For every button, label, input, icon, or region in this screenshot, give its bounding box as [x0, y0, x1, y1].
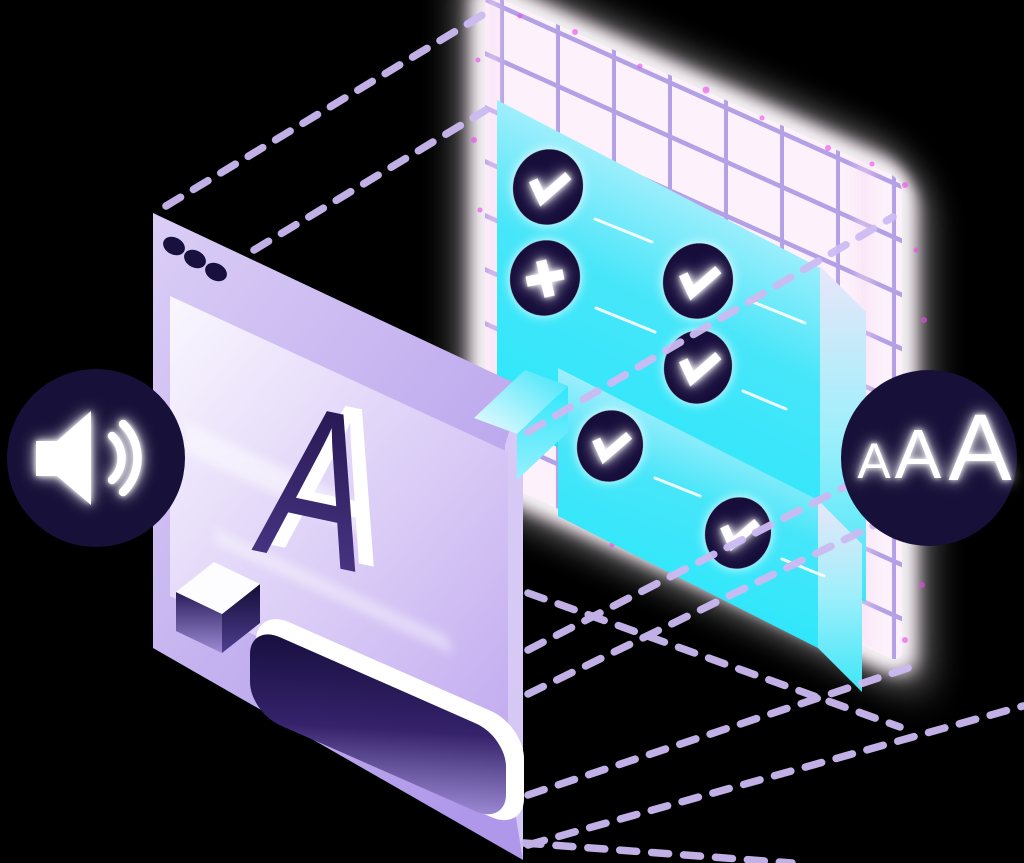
text-size-badge-circle	[841, 370, 1017, 546]
traffic-dots	[163, 236, 227, 282]
badge-cross	[509, 240, 581, 316]
check-icon	[678, 266, 722, 301]
dash-line	[524, 213, 897, 436]
aaa-medium: A	[895, 415, 942, 493]
dash-line	[524, 702, 1024, 849]
check-icon	[678, 352, 722, 387]
dash-line	[524, 512, 897, 698]
checklist-panel-bottom	[558, 368, 862, 692]
dash-line	[162, 10, 488, 210]
aaa-large: A	[948, 395, 1012, 501]
badge-check-1	[512, 149, 584, 225]
connector-block	[474, 370, 568, 480]
check-icon	[528, 172, 572, 207]
check-icon	[592, 431, 633, 465]
window-dot	[205, 262, 227, 282]
aaa-small: A	[857, 433, 891, 489]
panel-top-front-face	[497, 100, 820, 556]
text-size-badge: A A A	[841, 370, 1017, 546]
cube-left-face	[176, 592, 222, 653]
badge-check-3	[663, 330, 733, 404]
badge-check-4	[576, 410, 644, 482]
connector-top-face	[474, 370, 568, 434]
aaa-text: A A A	[857, 395, 1012, 501]
cube-element	[176, 562, 260, 653]
projection-dashes	[162, 10, 1024, 863]
bar-front	[250, 634, 506, 815]
x-icon	[525, 259, 565, 298]
cube-right-face	[222, 584, 260, 653]
connector-right-face	[517, 386, 568, 480]
speaker-icon	[36, 411, 142, 505]
panel-text-lines	[593, 217, 807, 411]
window-dot	[163, 236, 185, 256]
audio-badge-circle	[7, 369, 185, 547]
cube-top-face	[176, 562, 260, 614]
screen-highlights	[185, 422, 450, 654]
browser-window: A A	[153, 213, 524, 860]
dark-bar-element	[250, 619, 524, 821]
audio-badge	[7, 369, 185, 547]
dash-line	[524, 664, 912, 799]
window-dot	[184, 249, 206, 269]
dash-line	[520, 839, 796, 863]
badge-check-2	[662, 243, 734, 319]
panel-text-lines	[653, 476, 826, 578]
dash-line	[250, 106, 490, 254]
dash-line	[524, 589, 904, 731]
